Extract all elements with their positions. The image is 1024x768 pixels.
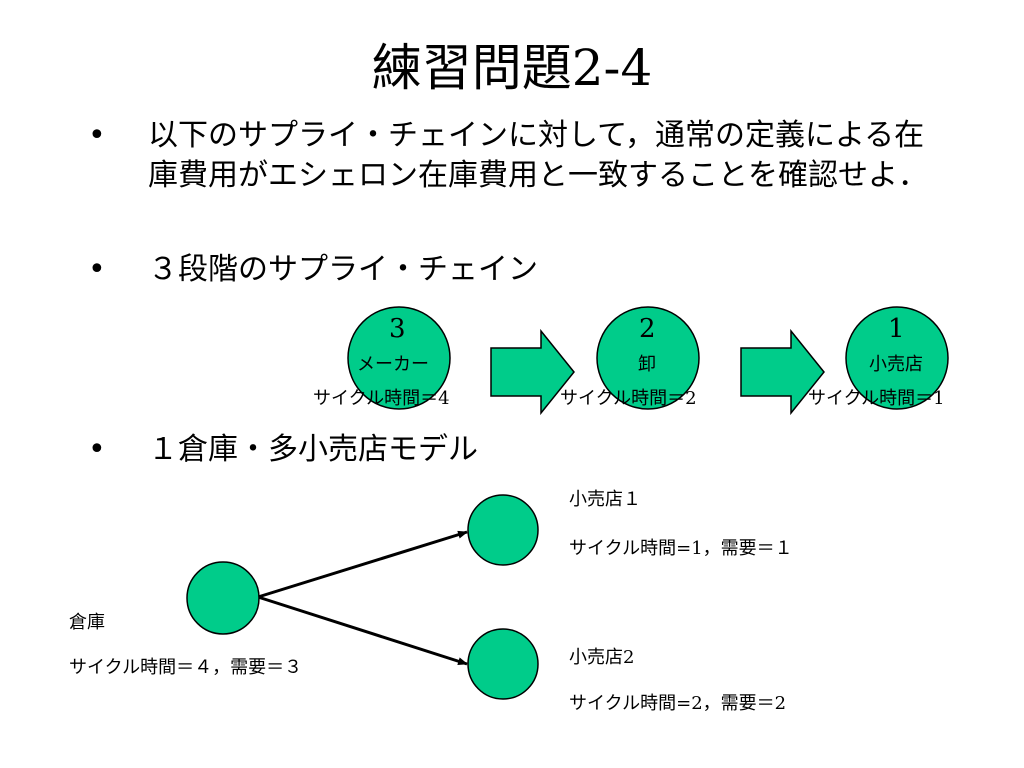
warehouse-info: サイクル時間＝４，需要＝３ [69, 657, 303, 678]
slide-title: 練習問題2-4 [0, 36, 1024, 100]
edge-warehouse-to-retailer-1 [257, 530, 468, 599]
stage-1-name: 小売店 [869, 354, 923, 375]
stage-1-cycle: サイクル時間＝1 [808, 388, 945, 409]
retailer-2-name: 小売店2 [569, 647, 635, 668]
flow-arrow-3-to-2 [490, 328, 575, 416]
retailer-1-name: 小売店１ [569, 489, 641, 510]
retailer-1-node [467, 494, 539, 566]
stage-2-cycle: サイクル時間＝2 [560, 388, 697, 409]
stage-3-name: メーカー [357, 354, 429, 375]
retailer-1-info: サイクル時間=1，需要＝１ [569, 538, 793, 559]
bullet-text-3: １倉庫・多小売店モデル [148, 432, 478, 467]
warehouse-name: 倉庫 [69, 612, 105, 633]
warehouse-node [186, 561, 260, 635]
retailer-2-info: サイクル時間=2，需要＝2 [569, 693, 787, 714]
stage-1-number: 1 [888, 314, 905, 344]
flow-arrow-2-to-1 [740, 328, 825, 416]
bullet-text-1: 以下のサプライ・チェインに対して，通常の定義による在庫費用がエシェロン在庫費用と… [148, 118, 928, 193]
retailer-2-node [467, 628, 539, 700]
edge-warehouse-to-retailer-2 [257, 595, 468, 666]
title-main: 練習問題 [371, 39, 572, 97]
title-number: 2-4 [571, 39, 653, 97]
bullet-text-2: ３段階のサプライ・チェイン [148, 252, 538, 287]
stage-2-node [596, 306, 700, 410]
stage-3-cycle: サイクル時間＝4 [313, 388, 450, 409]
stage-1-node [845, 306, 949, 410]
bullet-mark-3: • [88, 432, 106, 467]
stage-2-name: 卸 [638, 354, 656, 375]
stage-2-number: 2 [639, 314, 656, 344]
bullet-mark-1: • [88, 118, 106, 153]
stage-3-number: 3 [389, 314, 406, 344]
bullet-mark-2: • [88, 252, 106, 287]
stage-3-node [347, 306, 451, 410]
